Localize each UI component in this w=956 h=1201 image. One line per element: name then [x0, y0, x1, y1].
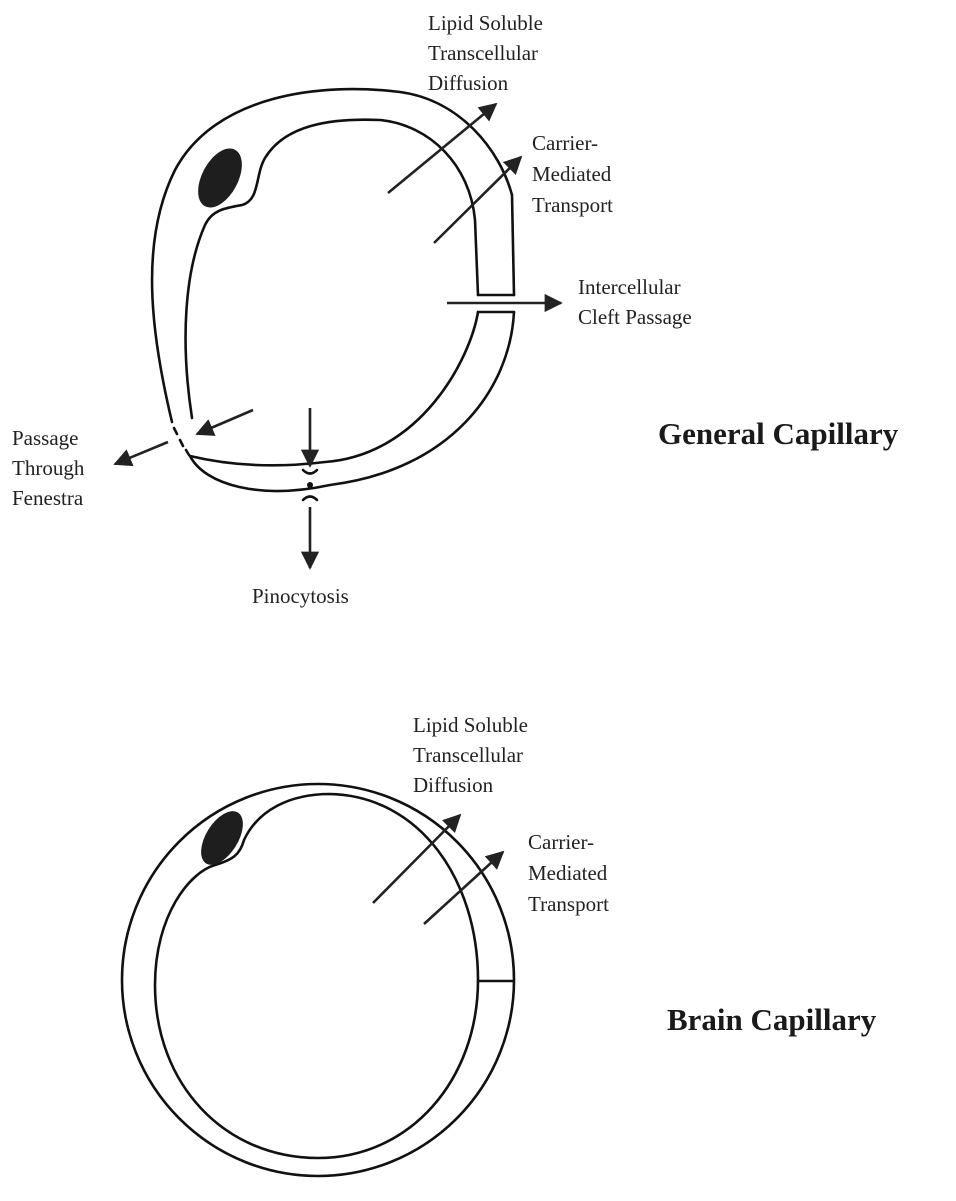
general-carrier-label: Carrier- Mediated Transport: [532, 131, 617, 217]
general-nucleus: [189, 141, 251, 214]
general-lipid-arrow: [388, 104, 496, 193]
brain-carrier-label: Carrier- Mediated Transport: [528, 830, 613, 916]
general-lipid-label: Lipid Soluble Transcellular Diffusion: [428, 11, 548, 95]
general-inner-wall-lower: [190, 312, 478, 465]
cleft-label: Intercellular Cleft Passage: [578, 275, 692, 329]
pinocytotic-vesicles: [303, 470, 317, 500]
fenestra-inner-arrow: [197, 410, 253, 434]
general-carrier-arrow: [434, 157, 521, 243]
pinocytosis-label: Pinocytosis: [252, 584, 349, 608]
general-outer-wall-upper: [152, 89, 514, 422]
fenestra-pores: [174, 428, 189, 455]
general-capillary-diagram: Lipid Soluble Transcellular Diffusion Ca…: [12, 11, 899, 608]
brain-outer-wall: [122, 784, 514, 1176]
fenestra-label: Passage Through Fenestra: [12, 426, 90, 510]
fenestra-outer-arrow: [115, 442, 168, 464]
brain-lipid-label: Lipid Soluble Transcellular Diffusion: [413, 713, 533, 797]
general-capillary-title: General Capillary: [658, 416, 899, 451]
brain-capillary-title: Brain Capillary: [667, 1002, 877, 1037]
brain-capillary-diagram: Lipid Soluble Transcellular Diffusion Ca…: [122, 713, 877, 1176]
